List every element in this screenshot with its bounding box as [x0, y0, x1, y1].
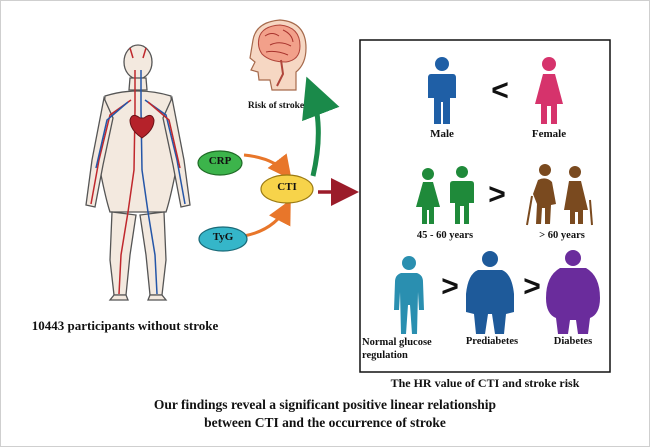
conclusion-line1: Our findings reveal a significant positi… — [153, 397, 497, 412]
conclusion-line2: between CTI and the occurrence of stroke — [204, 415, 446, 430]
greater-than-symbol-age: > — [488, 178, 506, 211]
female-icon — [535, 57, 563, 124]
greater-than-symbol-glucose-1: > — [441, 270, 459, 303]
risk-of-stroke-label: Risk of stroke — [247, 101, 305, 111]
male-label: Male — [430, 128, 454, 140]
arrow-crp-to-cti — [243, 153, 292, 180]
participants-label: 10443 participants without stroke — [31, 318, 219, 333]
normal-glucose-label: Normal glucose regulation — [362, 336, 458, 362]
crp-ellipse — [197, 150, 243, 176]
normal-glucose-label-line1: Normal glucose — [362, 337, 432, 348]
age-45-60-label: 45 - 60 years — [416, 230, 474, 241]
prediabetes-label: Prediabetes — [465, 336, 519, 347]
elderly-icon — [526, 164, 593, 226]
arrow-tyg-to-cti — [243, 199, 291, 238]
young-adults-icon — [416, 166, 474, 224]
diabetes-label: Diabetes — [553, 336, 593, 347]
less-than-symbol: < — [491, 74, 509, 107]
cti-ellipse — [260, 174, 314, 204]
crp-label: CRP — [208, 155, 232, 167]
female-label: Female — [531, 128, 567, 140]
age-over-60-label: > 60 years — [539, 230, 585, 241]
male-icon — [428, 57, 456, 124]
normal-glucose-label-line2: regulation — [362, 350, 408, 361]
tyg-label: TyG — [212, 231, 234, 243]
normal-body-icon — [394, 256, 424, 334]
panel-caption: The HR value of CTI and stroke risk — [390, 376, 580, 390]
tyg-ellipse — [198, 226, 248, 252]
arrow-cti-to-stroke — [302, 76, 340, 177]
greater-than-symbol-glucose-2: > — [523, 270, 541, 303]
prediabetes-body-icon — [466, 251, 514, 334]
cti-label: CTI — [277, 181, 297, 193]
diabetes-body-icon — [546, 250, 600, 334]
brain-head-illustration — [249, 19, 307, 91]
human-body-illustration — [85, 44, 191, 301]
